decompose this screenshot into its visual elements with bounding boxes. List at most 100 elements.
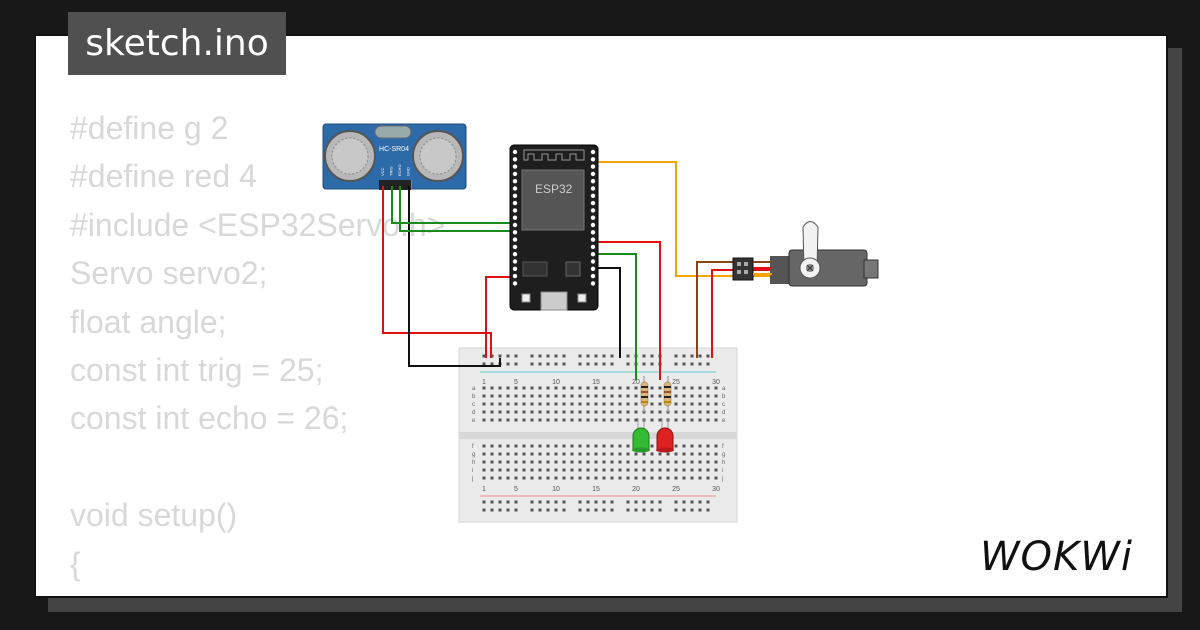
breadboard-row-letter: c [722, 402, 725, 408]
code-snippet: #define g 2 #define red 4 #include <ESP32S… [70, 104, 446, 596]
esp32-pin [512, 266, 518, 271]
wire-red-esp-left [485, 276, 512, 358]
breadboard-row-letter: d [722, 410, 725, 416]
breadboard-column-number: 5 [514, 379, 518, 386]
wire-green-trig [391, 186, 516, 224]
esp32-pin [512, 259, 518, 264]
wire-green-led [597, 253, 637, 380]
wire-red-led-top [597, 241, 661, 380]
code-line: #define red 4 [70, 158, 257, 195]
esp32-pin [590, 230, 596, 235]
wire-black-gnd [597, 267, 621, 358]
breadboard-row-letter: a [472, 386, 476, 392]
resistors [640, 376, 672, 412]
esp32-pin [512, 273, 518, 279]
wokwi-logo: WOKWi [980, 534, 1133, 578]
breadboard-column-number: 5 [514, 486, 518, 493]
breadboard-column-number: 15 [592, 379, 600, 386]
breadboard-row-letter: e [472, 418, 476, 424]
esp32-pin [590, 252, 596, 257]
code-line: const int trig = 25; [70, 351, 324, 388]
breadboard-column-number: 15 [592, 486, 600, 493]
breadboard-row-letter: d [472, 410, 475, 416]
code-line: #include <ESP32Servo.h> [70, 206, 446, 243]
wire-red-servo-power [711, 269, 770, 358]
breadboard-column-number: 20 [632, 379, 640, 386]
breadboard-column-number: 25 [672, 486, 680, 493]
esp32-pin [590, 149, 596, 155]
breadboard-row-letter: c [472, 402, 475, 408]
esp32-pin [512, 179, 518, 184]
esp32-pin [590, 215, 596, 220]
sensor-pin-label: TRIG [389, 166, 394, 176]
leds [632, 418, 674, 453]
code-line: const int echo = 26; [70, 400, 349, 437]
esp32-pin [590, 281, 596, 286]
code-line: #define g 2 [70, 110, 229, 146]
esp32-pin [512, 222, 518, 228]
preview-card: #define g 2 #define red 4 #include <ESP32S… [34, 34, 1168, 598]
code-line: void setup() [70, 497, 238, 534]
breadboard-column-number: 10 [552, 379, 560, 386]
esp32-pin [590, 273, 596, 279]
breadboard-row-letter: f [722, 444, 724, 450]
breadboard-row-letter: j [471, 476, 473, 482]
breadboard-row-letter: h [722, 460, 725, 466]
code-line: float angle; [70, 303, 227, 340]
esp32-pin [512, 215, 518, 220]
esp32-pin [590, 208, 596, 213]
breadboard-row-letter: e [722, 418, 726, 424]
breadboard-column-number: 1 [482, 379, 486, 386]
esp32-pin [512, 230, 518, 235]
breadboard-column-number: 25 [672, 379, 680, 386]
sensor-model-label: HC-SR04 [379, 146, 409, 153]
breadboard-column-number: 1 [482, 486, 486, 493]
esp32-pin [590, 237, 596, 242]
wire-red-sensor-vcc [382, 186, 492, 358]
esp32-pin [512, 237, 518, 242]
wire-green-echo [399, 186, 516, 232]
esp32-pin [512, 281, 518, 286]
wire-black-sensor-gnd [408, 186, 501, 367]
wokwi-logo-text: WOKWi [980, 534, 1133, 578]
esp32-pin [512, 193, 518, 198]
esp32-pin [512, 200, 518, 206]
breadboard-column-number: 30 [712, 379, 720, 386]
breadboard-column-number: 30 [712, 486, 720, 493]
wire-orange-servo-signal [597, 161, 770, 277]
breadboard-row-letter: b [472, 394, 476, 400]
code-line: Serial.begin(9600); [70, 588, 445, 596]
esp32-pin [512, 186, 518, 191]
esp32-pin [512, 164, 518, 169]
esp32-pin [590, 259, 596, 264]
breadboard-row-letter: a [722, 386, 726, 392]
esp32-pin [512, 252, 518, 257]
file-name-tab: sketch.ino [68, 12, 286, 75]
esp32-pin [590, 164, 596, 169]
esp32-pin [590, 171, 596, 177]
breadboard-row-letter: f [472, 444, 474, 450]
esp32-pin [512, 171, 518, 177]
esp32-pin [590, 179, 596, 184]
servo-motor [732, 221, 879, 287]
breadboard-row-letter: j [721, 476, 723, 482]
code-line: { [70, 545, 81, 582]
esp32-pin [590, 193, 596, 198]
breadboard-row-letter: i [722, 468, 723, 474]
esp32-pin [590, 200, 596, 206]
esp32-label: ESP32 [535, 182, 573, 196]
breadboard-row-letter: b [722, 394, 726, 400]
esp32-pin [590, 266, 596, 271]
sensor-pin-label: ECHO [397, 164, 402, 176]
breadboard-row-letter: g [722, 452, 725, 458]
breadboard-row-letter: g [472, 452, 475, 458]
esp32-pin [590, 186, 596, 191]
code-line: Servo servo2; [70, 255, 268, 292]
esp32-pin [590, 157, 596, 162]
esp32-board: ESP32 [509, 144, 599, 311]
esp32-pin [512, 208, 518, 213]
esp32-pin [590, 244, 596, 250]
